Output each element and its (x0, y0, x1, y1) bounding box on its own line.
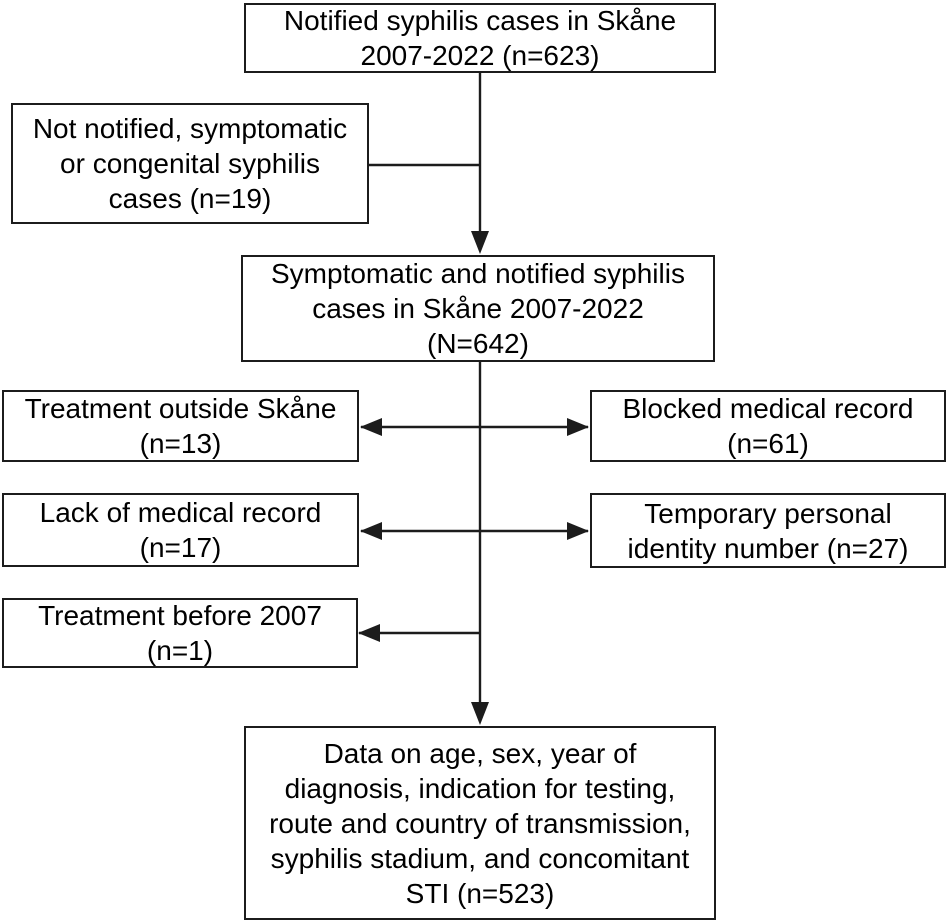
node-treatment-before-2007: Treatment before 2007 (n=1) (2, 598, 358, 668)
node-blocked-medical-record: Blocked medical record (n=61) (590, 390, 946, 462)
arrowhead-right-row2 (567, 522, 589, 540)
arrowhead-left-row1 (360, 418, 382, 436)
node-symptomatic-notified-cases: Symptomatic and notified syphilis cases … (241, 255, 715, 362)
node-notified-cases: Notified syphilis cases in Skåne 2007-20… (244, 3, 716, 73)
node-final-data: Data on age, sex, year of diagnosis, ind… (244, 726, 716, 920)
arrowhead-down-symptomatic (471, 231, 489, 254)
arrowhead-left-row3 (358, 624, 380, 642)
arrowhead-left-row2 (360, 522, 382, 540)
node-temporary-identity-number: Temporary personal identity number (n=27… (590, 493, 946, 568)
node-not-notified-cases: Not notified, symptomatic or congenital … (11, 103, 369, 224)
node-lack-of-medical-record: Lack of medical record (n=17) (2, 493, 359, 567)
node-treatment-outside-skane: Treatment outside Skåne (n=13) (2, 390, 359, 462)
arrowhead-right-row1 (567, 418, 589, 436)
arrowhead-down-final (471, 702, 489, 725)
